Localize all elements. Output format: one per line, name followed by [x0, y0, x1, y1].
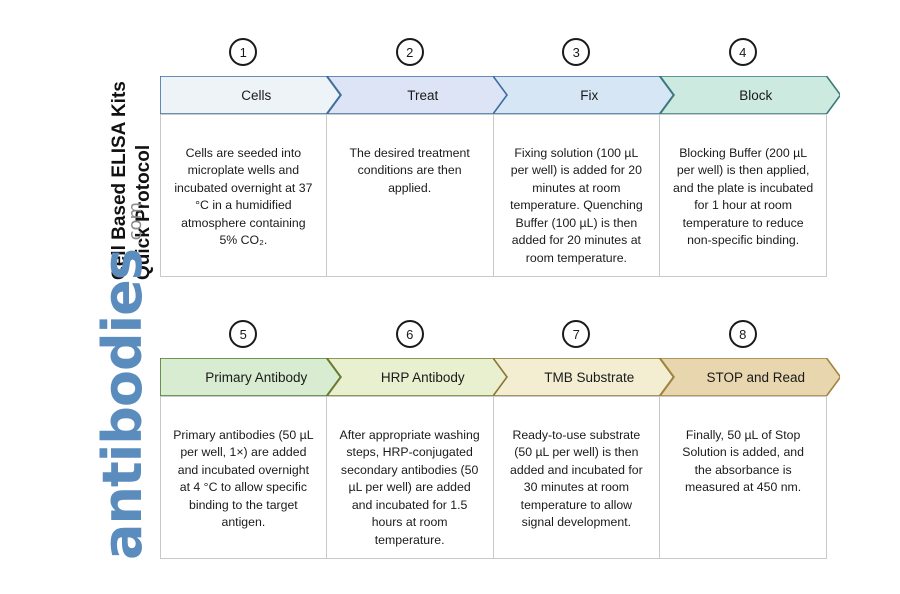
step-number-badge: 7 [562, 320, 591, 348]
step-number-strip: 5 6 7 8 [160, 320, 840, 352]
step-number-badge: 2 [395, 38, 424, 66]
step-header-strip: Cells Treat Fix Block [160, 76, 840, 114]
step-number-badge: 8 [728, 320, 757, 348]
chevron-shape-icon [659, 358, 840, 396]
step-body-text: The desired treatment conditions are the… [349, 146, 470, 195]
step-body-1: Cells are seeded into microplate wells a… [160, 114, 327, 277]
step-body-8: Finally, 50 µL of Stop Solution is added… [660, 396, 827, 559]
chevron-shape-icon [493, 358, 674, 396]
step-body-4: Blocking Buffer (200 µL per well) is the… [660, 114, 827, 277]
chevron-shape-icon [493, 76, 674, 114]
step-body-strip: Primary antibodies (50 µL per well, 1×) … [160, 396, 840, 559]
step-header-5[interactable]: Primary Antibody [160, 358, 341, 396]
step-header-1[interactable]: Cells [160, 76, 341, 114]
step-header-2[interactable]: Treat [326, 76, 507, 114]
step-header-label: Treat [407, 87, 439, 103]
brand-logo-tld: .com [125, 201, 146, 247]
brand-logo-wordmark: antibodies [91, 249, 154, 560]
step-body-text: Primary antibodies (50 µL per well, 1×) … [173, 428, 314, 530]
step-body-2: The desired treatment conditions are the… [326, 114, 494, 277]
step-number-badge: 3 [562, 38, 591, 66]
chevron-shape-icon [326, 76, 507, 114]
step-header-7[interactable]: TMB Substrate [493, 358, 674, 396]
step-number-badge: 5 [229, 320, 258, 348]
step-number-badge: 1 [229, 38, 258, 66]
step-body-text: After appropriate washing steps, HRP-con… [339, 428, 480, 547]
step-body-text: Fixing solution (100 µL per well) is add… [510, 146, 643, 265]
chevron-shape-icon [659, 76, 840, 114]
step-header-strip: Primary Antibody HRP Antibody TMB Substrat… [160, 358, 840, 396]
step-header-label: TMB Substrate [544, 369, 635, 385]
step-header-4[interactable]: Block [659, 76, 840, 114]
step-body-5: Primary antibodies (50 µL per well, 1×) … [160, 396, 327, 559]
chevron-shape-icon [326, 358, 507, 396]
step-header-label: Cells [241, 87, 272, 103]
step-number-badge: 6 [395, 320, 424, 348]
step-header-label: Fix [580, 87, 599, 103]
step-header-label: Block [739, 87, 773, 103]
step-header-label: HRP Antibody [380, 369, 465, 385]
step-body-text: Ready-to-use substrate (50 µL per well) … [510, 428, 643, 530]
step-number-badge: 4 [728, 38, 757, 66]
step-body-strip: Cells are seeded into microplate wells a… [160, 114, 840, 277]
step-number-strip: 1 2 3 4 [160, 38, 840, 70]
step-header-8[interactable]: STOP and Read [659, 358, 840, 396]
step-header-label: Primary Antibody [205, 369, 308, 385]
step-body-text: Blocking Buffer (200 µL per well) is the… [673, 146, 814, 248]
step-body-text: Cells are seeded into microplate wells a… [174, 146, 313, 248]
step-header-6[interactable]: HRP Antibody [326, 358, 507, 396]
step-header-3[interactable]: Fix [493, 76, 674, 114]
step-header-label: STOP and Read [706, 369, 806, 385]
step-body-7: Ready-to-use substrate (50 µL per well) … [493, 396, 661, 559]
step-body-3: Fixing solution (100 µL per well) is add… [493, 114, 661, 277]
step-body-6: After appropriate washing steps, HRP-con… [326, 396, 494, 559]
step-body-text: Finally, 50 µL of Stop Solution is added… [682, 428, 804, 495]
brand-logo: antibodies .com [91, 202, 166, 560]
